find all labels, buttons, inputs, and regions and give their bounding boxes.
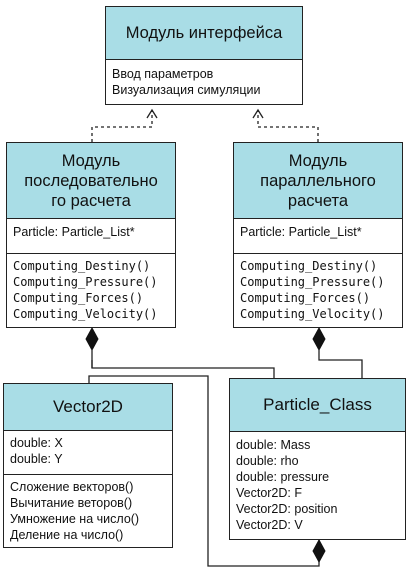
class-particle: Particle_Class double: Mass double: rho …: [229, 378, 406, 540]
composition-line-sequential-particle: [91, 360, 275, 378]
class-interface-module-operations: Ввод параметров Визуализация симуляции: [106, 60, 302, 103]
operation: Computing_Destiny(): [13, 259, 151, 273]
operation: Ввод параметров: [112, 67, 214, 81]
operation: Визуализация симуляции: [112, 83, 261, 97]
class-vector2d-name: Vector2D: [4, 384, 172, 431]
attribute: Vector2D: F: [236, 486, 302, 500]
operation: Computing_Forces(): [240, 291, 371, 305]
class-sequential-module-name: Модуль последовательно го расчета: [7, 143, 175, 219]
composition-diamond-sequential: [85, 326, 99, 352]
class-vector2d-operations: Сложение векторов() Вычитание веторов() …: [4, 475, 172, 548]
attribute: Particle: Particle_List*: [240, 225, 362, 239]
attribute: Vector2D: position: [236, 502, 338, 516]
dependency-line-parallel-interface: [257, 110, 319, 142]
class-vector2d-attributes: double: X double: Y: [4, 431, 172, 475]
operation: Computing_Velocity(): [240, 307, 385, 321]
attribute: double: X: [10, 436, 63, 450]
operation: Вычитание веторов(): [10, 496, 133, 510]
class-particle-attributes: double: Mass double: rho double: pressur…: [230, 432, 405, 538]
class-interface-module-name: Модуль интерфейса: [106, 7, 302, 60]
class-parallel-module: Модуль параллельного расчета Particle: P…: [233, 142, 403, 328]
composition-diamond-particle: [312, 538, 326, 564]
attribute: double: Mass: [236, 438, 311, 452]
class-particle-name: Particle_Class: [230, 379, 405, 432]
operation: Сложение векторов(): [10, 480, 134, 494]
dependency-arrowhead-parallel: [252, 108, 264, 119]
operation: Computing_Pressure(): [13, 275, 158, 289]
operation: Умножение на число(): [10, 512, 140, 526]
class-sequential-module: Модуль последовательно го расчета Partic…: [6, 142, 176, 328]
composition-diamond-parallel: [312, 326, 326, 352]
class-parallel-module-name: Модуль параллельного расчета: [234, 143, 402, 219]
dependency-line-sequential-interface: [91, 110, 153, 142]
attribute: double: pressure: [236, 470, 330, 484]
operation: Computing_Destiny(): [240, 259, 378, 273]
operation: Computing_Pressure(): [240, 275, 385, 289]
class-parallel-module-attributes: Particle: Particle_List*: [234, 219, 402, 254]
dependency-arrowhead-sequential: [146, 108, 158, 119]
class-sequential-module-operations: Computing_Destiny() Computing_Pressure()…: [7, 254, 175, 327]
operation: Деление на число(): [10, 528, 124, 542]
attribute: Vector2D: V: [236, 518, 303, 532]
operation: Computing_Forces(): [13, 291, 144, 305]
attribute: double: Y: [10, 452, 63, 466]
class-vector2d: Vector2D double: X double: Y Сложение ве…: [3, 383, 173, 548]
operation: Computing_Velocity(): [13, 307, 158, 321]
composition-line-parallel-particle: [318, 350, 363, 378]
class-interface-module: Модуль интерфейса Ввод параметров Визуал…: [105, 6, 303, 105]
class-sequential-module-attributes: Particle: Particle_List*: [7, 219, 175, 254]
attribute: Particle: Particle_List*: [13, 225, 135, 239]
attribute: double: rho: [236, 454, 299, 468]
class-parallel-module-operations: Computing_Destiny() Computing_Pressure()…: [234, 254, 402, 327]
